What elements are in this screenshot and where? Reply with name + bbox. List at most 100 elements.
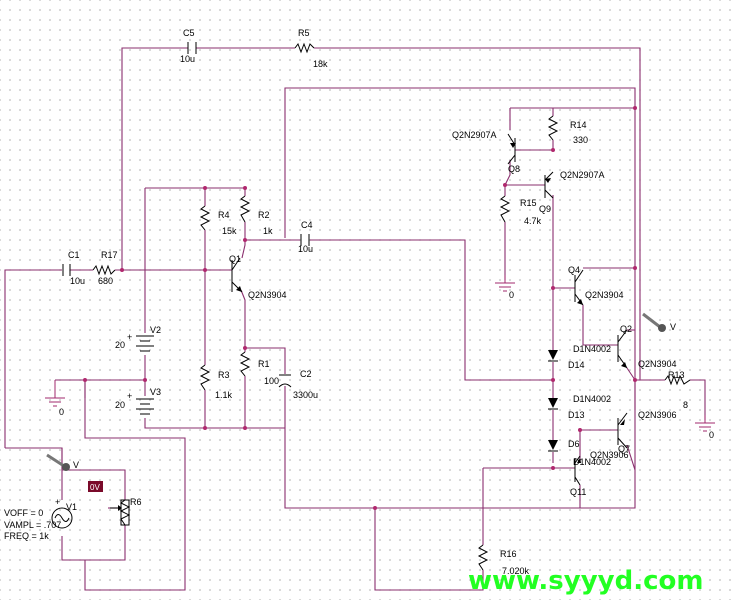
- r3-ref: R3: [218, 370, 230, 380]
- capacitor-c2[interactable]: C2 3300u: [278, 369, 318, 400]
- c5-ref: C5: [183, 28, 195, 38]
- ground-symbol-r15: 0: [495, 275, 515, 300]
- resistor-r2[interactable]: R2 1k: [239, 195, 273, 236]
- r4-value: 15k: [222, 226, 237, 236]
- resistor-r17[interactable]: R17 680: [92, 250, 118, 286]
- capacitor-c4[interactable]: C4 10u: [298, 220, 313, 254]
- transistor-q4[interactable]: Q4 Q2N3904: [568, 265, 624, 306]
- capacitor-c5[interactable]: C5 10u: [180, 28, 197, 64]
- c1-value: 10u: [70, 276, 85, 286]
- resistor-r14[interactable]: R14 330: [547, 115, 588, 145]
- svg-text:+: +: [127, 391, 132, 401]
- resistor-r15[interactable]: R15 4.7k: [499, 195, 542, 226]
- bias-voltage-label: 0V: [90, 483, 100, 492]
- r6-ref: R6: [130, 497, 142, 507]
- diode-d13[interactable]: D1N4002 D13: [548, 394, 611, 420]
- v2-value: 20: [115, 340, 125, 350]
- svg-text:+: +: [55, 497, 60, 507]
- q1-ref: Q1: [229, 254, 241, 264]
- transistor-q2[interactable]: Q2 Q2N3904: [617, 324, 677, 369]
- r15-ref: R15: [520, 198, 537, 208]
- r16-value: 7.020k: [502, 566, 530, 576]
- v1-voff: VOFF = 0: [4, 508, 43, 518]
- transistor-q7[interactable]: Q2N3906 Q7: [617, 410, 677, 454]
- watermark-text: www.syyyd.com: [468, 566, 703, 596]
- resistor-r3[interactable]: R3 1.1k: [199, 364, 233, 400]
- r17-ref: R17: [101, 250, 118, 260]
- q1-model: Q2N3904: [248, 290, 287, 300]
- transistor-q1[interactable]: Q1 Q2N3904: [229, 254, 287, 300]
- transistor-q9[interactable]: Q2N2907A Q9: [539, 170, 605, 214]
- ground-label-output: 0: [709, 430, 714, 440]
- q7-model: Q2N3906: [638, 410, 677, 420]
- svg-text:+: +: [127, 332, 132, 342]
- r17-value: 680: [98, 276, 113, 286]
- resistor-r13[interactable]: R13 8: [664, 370, 691, 410]
- q8-model: Q2N2907A: [452, 130, 497, 140]
- v1-freq: FREQ = 1k: [4, 531, 49, 541]
- q9-model: Q2N2907A: [560, 170, 605, 180]
- r14-value: 330: [573, 135, 588, 145]
- r13-ref: R13: [668, 370, 685, 380]
- r4-ref: R4: [218, 210, 230, 220]
- r1-ref: R1: [258, 359, 270, 369]
- r15-value: 4.7k: [524, 216, 542, 226]
- resistor-r5[interactable]: R5 18k: [294, 28, 328, 69]
- q2-ref: Q2: [620, 324, 632, 334]
- ground-symbol-left: 0: [45, 380, 65, 417]
- resistor-r1[interactable]: R1 100: [239, 351, 279, 386]
- junctions: [83, 106, 637, 510]
- transistor-q11[interactable]: Q2N3906 Q11: [570, 450, 629, 497]
- bias-voltage-marker[interactable]: 0V: [88, 481, 103, 492]
- q11-model: Q2N3906: [590, 450, 629, 460]
- c2-value: 3300u: [293, 390, 318, 400]
- r2-ref: R2: [258, 210, 270, 220]
- resistor-r4[interactable]: R4 15k: [199, 205, 237, 236]
- battery-v3[interactable]: + V3 20: [115, 387, 161, 415]
- source-v1[interactable]: + V1 VOFF = 0 VAMPL = .707 FREQ = 1k: [4, 497, 77, 541]
- d13-model: D1N4002: [573, 394, 611, 404]
- q2-model: Q2N3904: [638, 359, 677, 369]
- potentiometer-r6[interactable]: R6: [110, 497, 142, 526]
- diode-d14[interactable]: D1N4002 D14: [548, 344, 611, 370]
- voltage-probe-input[interactable]: V: [46, 453, 79, 471]
- ground-label-r15: 0: [509, 290, 514, 300]
- q4-model: Q2N3904: [585, 290, 624, 300]
- r2-value: 1k: [263, 226, 273, 236]
- voltage-probe-output[interactable]: V: [642, 312, 676, 332]
- d6-model: D1N4002: [573, 457, 611, 467]
- r16-ref: R16: [500, 549, 517, 559]
- probe-label-output: V: [670, 322, 676, 332]
- v1-ref: V1: [66, 502, 77, 512]
- q8-ref: Q8: [508, 164, 520, 174]
- r5-ref: R5: [298, 28, 310, 38]
- c5-value: 10u: [180, 54, 195, 64]
- d6-ref: D6: [568, 439, 580, 449]
- q9-ref: Q9: [539, 204, 551, 214]
- d14-ref: D14: [568, 360, 585, 370]
- q4-ref: Q4: [568, 265, 580, 275]
- r3-value: 1.1k: [215, 390, 233, 400]
- capacitor-c1[interactable]: C1 10u: [62, 250, 85, 286]
- ground-label-left: 0: [59, 407, 64, 417]
- r1-value: 100: [264, 376, 279, 386]
- v3-ref: V3: [150, 387, 161, 397]
- c4-value: 10u: [298, 244, 313, 254]
- battery-v2[interactable]: + V2 20: [115, 325, 161, 352]
- c1-ref: C1: [68, 250, 80, 260]
- c2-ref: C2: [300, 369, 312, 379]
- r5-value: 18k: [313, 59, 328, 69]
- d14-model: D1N4002: [573, 344, 611, 354]
- probe-label-input: V: [73, 460, 79, 470]
- v3-value: 20: [115, 400, 125, 410]
- d13-ref: D13: [568, 410, 585, 420]
- transistor-q8[interactable]: Q2N2907A Q8: [452, 130, 520, 174]
- diode-d6[interactable]: D6 D1N4002: [548, 439, 611, 467]
- resistor-r16[interactable]: R16 7.020k: [477, 544, 530, 576]
- wires: [4, 47, 706, 591]
- q11-ref: Q11: [570, 487, 586, 497]
- q7-ref: Q7: [618, 444, 630, 454]
- v1-vampl: VAMPL = .707: [4, 520, 61, 530]
